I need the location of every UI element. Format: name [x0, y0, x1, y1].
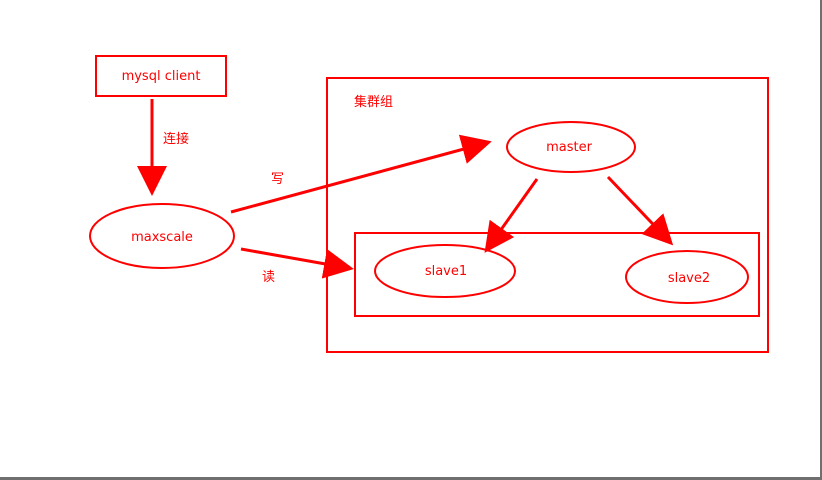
- right-frame-border: [820, 0, 822, 478]
- read-label: 读: [262, 270, 275, 285]
- slave-group-box: [354, 232, 760, 317]
- slave1-node: [374, 244, 516, 298]
- master-node: [506, 121, 636, 173]
- master-to-slave1-arrow: [484, 178, 539, 253]
- bottom-frame-border: [0, 477, 822, 480]
- slave2-label: slave2: [668, 271, 710, 286]
- connect-label: 连接: [163, 131, 189, 147]
- write-arrow: [230, 134, 492, 214]
- maxscale-node: [89, 203, 235, 269]
- master-to-slave2-arrow: [606, 175, 674, 246]
- master-label: master: [546, 140, 592, 155]
- cluster-group-box: [326, 77, 769, 353]
- slave1-label: slave1: [425, 264, 467, 279]
- maxscale-label: maxscale: [131, 230, 193, 245]
- mysql-client-label: mysql client: [122, 69, 201, 84]
- mysql-client-box: [95, 55, 227, 97]
- cluster-group-label: 集群组: [354, 94, 393, 110]
- read-arrow: [240, 247, 354, 279]
- write-label: 写: [271, 172, 284, 187]
- slave2-node: [625, 250, 749, 304]
